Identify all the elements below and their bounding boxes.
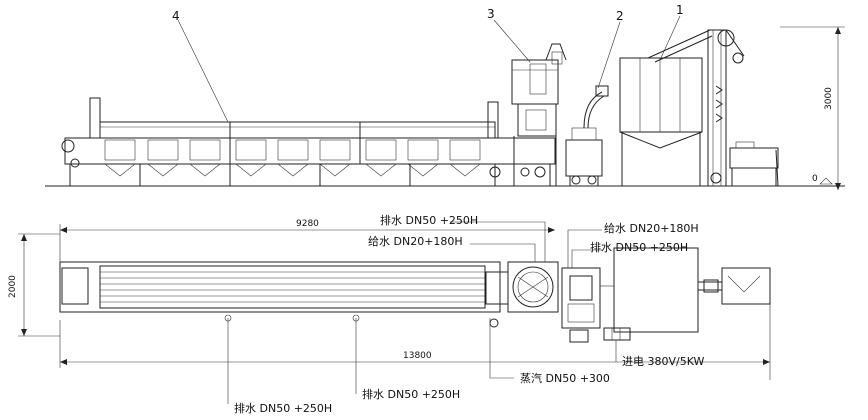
callout-drain-right: 排水 DN50 +250H (590, 240, 688, 254)
part-number-3: 3 (487, 7, 495, 21)
callout-leaders (224, 221, 617, 404)
callout-power: 进电 380V/5KW (622, 355, 705, 368)
width-label: 2000 (8, 275, 18, 298)
plan-view: 2000 9280 13800 (8, 213, 771, 415)
part-number-4: 4 (172, 9, 180, 23)
callout-steam: 蒸汽 DN50 +300 (520, 371, 610, 385)
power-box (603, 327, 631, 341)
frame-elevator (619, 29, 745, 187)
plan-cooker (507, 261, 559, 313)
length-dimension-total: 13800 (59, 300, 771, 380)
part-number-1: 1 (676, 3, 684, 17)
height-label: 3000 (824, 87, 834, 110)
zero-level-label: 0 (812, 174, 818, 184)
plan-frame (600, 247, 722, 333)
callout-drain-mid: 排水 DN50 +250H (362, 387, 460, 401)
callout-water-right: 给水 DN20+180H (604, 222, 699, 235)
elevation-view: 3000 0 4 3 2 1 (45, 3, 845, 190)
cooker-machine (511, 43, 567, 186)
plan-conveyor-tank (59, 261, 509, 328)
length-dimension-top: 9280 (59, 219, 555, 262)
callout-drain-top: 排水 DN50 +250H (380, 213, 478, 227)
height-dimension: 3000 0 (780, 26, 845, 190)
part-leaders (177, 15, 681, 123)
conveyor-tank (61, 97, 556, 186)
width-dimension: 2000 (8, 233, 60, 337)
plan-side-table (721, 267, 771, 305)
feed-unit (565, 85, 609, 186)
length-top-label: 9280 (296, 219, 319, 229)
length-total-label: 13800 (403, 351, 432, 361)
part-number-2: 2 (616, 9, 624, 23)
side-table (729, 141, 779, 187)
callout-water-top: 给水 DN20+180H (368, 235, 463, 248)
plan-feed-unit (561, 267, 601, 343)
callout-drain-bottom: 排水 DN50 +250H (234, 401, 332, 415)
